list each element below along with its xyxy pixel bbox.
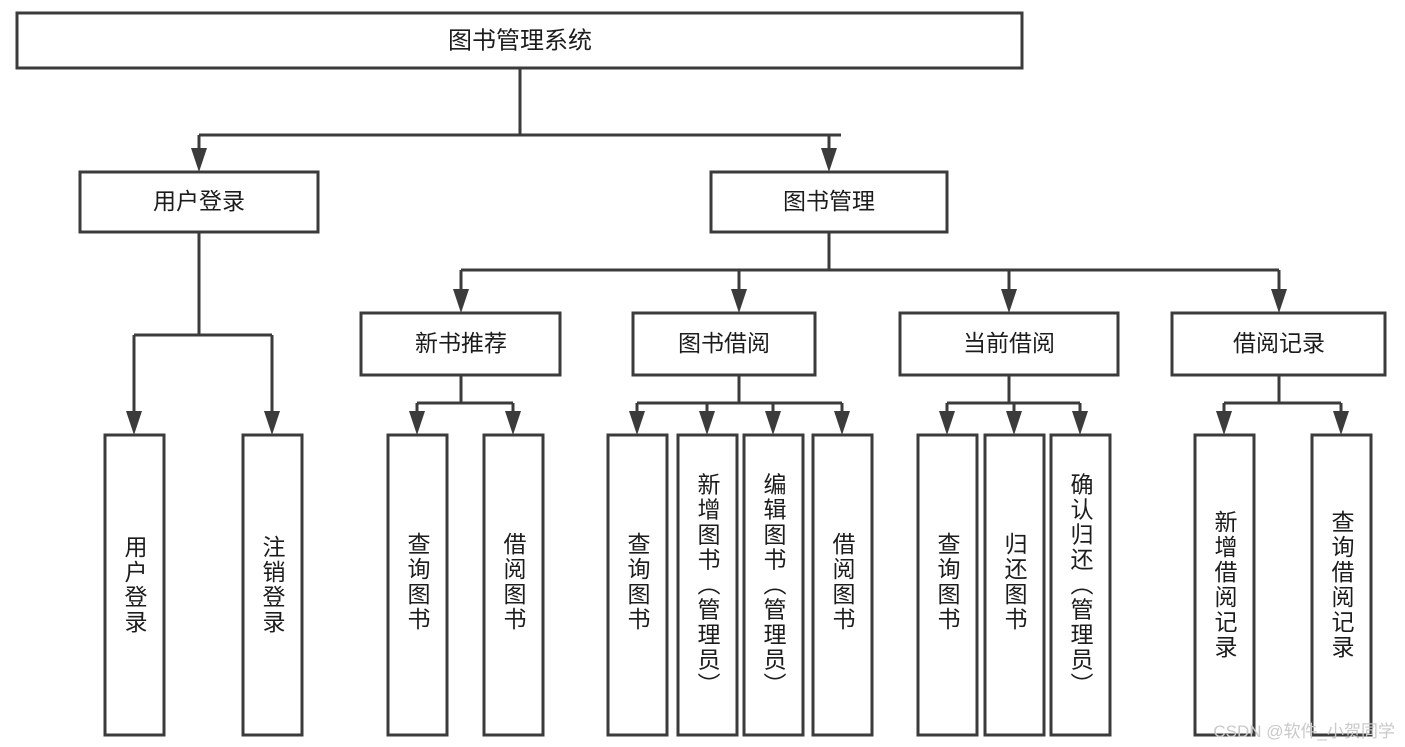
node-user-login-label: 用户登录 — [153, 188, 245, 214]
connector-current-to-leaves — [939, 375, 1088, 435]
node-leaf-edit-book-admin-label: 编辑图书（管理员） — [760, 473, 787, 698]
node-leaf-borrow-book[interactable]: 借阅图书 — [811, 433, 874, 737]
node-new-book-recommend[interactable]: 新书推荐 — [359, 311, 562, 377]
node-leaf-confirm-return-admin[interactable]: 确认归还（管理员） — [1049, 433, 1112, 737]
node-leaf-return-book-label: 归还图书 — [1001, 532, 1028, 632]
node-leaf-add-borrow-record[interactable]: 新增借阅记录 — [1193, 433, 1256, 737]
node-root-label: 图书管理系统 — [448, 27, 592, 54]
node-root-system[interactable]: 图书管理系统 — [15, 11, 1024, 70]
node-leaf-add-book-admin-label: 新增图书（管理员） — [694, 473, 721, 698]
node-current-borrow-label: 当前借阅 — [963, 330, 1055, 356]
node-new-book-recommend-label: 新书推荐 — [415, 330, 507, 356]
node-leaf-query-book-borrow-label: 查询图书 — [624, 532, 651, 632]
watermark-text: CSDN @软件_小贺同学 — [1213, 722, 1395, 741]
node-leaf-borrow-book-newbooks-label: 借阅图书 — [500, 532, 527, 632]
node-leaf-confirm-return-admin-label: 确认归还（管理员） — [1067, 473, 1094, 698]
connector-borrow-to-leaves — [629, 375, 850, 435]
node-book-borrow-label: 图书借阅 — [678, 330, 770, 356]
connector-login-to-leaves — [126, 232, 280, 435]
node-leaf-query-borrow-record[interactable]: 查询借阅记录 — [1310, 433, 1373, 737]
node-leaf-add-book-admin[interactable]: 新增图书（管理员） — [676, 433, 739, 737]
node-leaf-add-borrow-record-label: 新增借阅记录 — [1211, 510, 1238, 660]
node-leaf-query-book-newbooks[interactable]: 查询图书 — [386, 433, 449, 737]
node-user-login[interactable]: 用户登录 — [78, 170, 320, 234]
connector-records-to-leaves — [1216, 375, 1349, 435]
node-leaf-query-book-borrow[interactable]: 查询图书 — [606, 433, 669, 737]
node-leaf-query-book-current-label: 查询图书 — [934, 532, 961, 632]
node-book-borrow[interactable]: 图书借阅 — [631, 311, 817, 377]
node-leaf-user-login[interactable]: 用户登录 — [103, 433, 166, 737]
node-leaf-borrow-book-label: 借阅图书 — [829, 532, 856, 632]
node-leaf-edit-book-admin[interactable]: 编辑图书（管理员） — [742, 433, 805, 737]
node-book-management[interactable]: 图书管理 — [709, 170, 949, 234]
node-leaf-return-book[interactable]: 归还图书 — [983, 433, 1046, 737]
connector-newbooks-to-leaves — [409, 375, 521, 435]
node-borrow-records[interactable]: 借阅记录 — [1170, 311, 1387, 377]
node-leaf-logout-label: 注销登录 — [259, 535, 286, 635]
node-leaf-user-login-label: 用户登录 — [121, 535, 148, 635]
node-current-borrow[interactable]: 当前借阅 — [898, 311, 1120, 377]
node-leaf-borrow-book-newbooks[interactable]: 借阅图书 — [482, 433, 545, 737]
node-leaf-query-book-current[interactable]: 查询图书 — [916, 433, 979, 737]
node-leaf-query-book-newbooks-label: 查询图书 — [404, 532, 431, 632]
node-leaf-logout[interactable]: 注销登录 — [241, 433, 304, 737]
connector-books-to-level2 — [453, 232, 1287, 313]
node-book-management-label: 图书管理 — [783, 188, 875, 214]
node-borrow-records-label: 借阅记录 — [1233, 330, 1325, 356]
node-leaf-query-borrow-record-label: 查询借阅记录 — [1328, 510, 1355, 660]
connector-root-to-level1 — [191, 68, 841, 172]
